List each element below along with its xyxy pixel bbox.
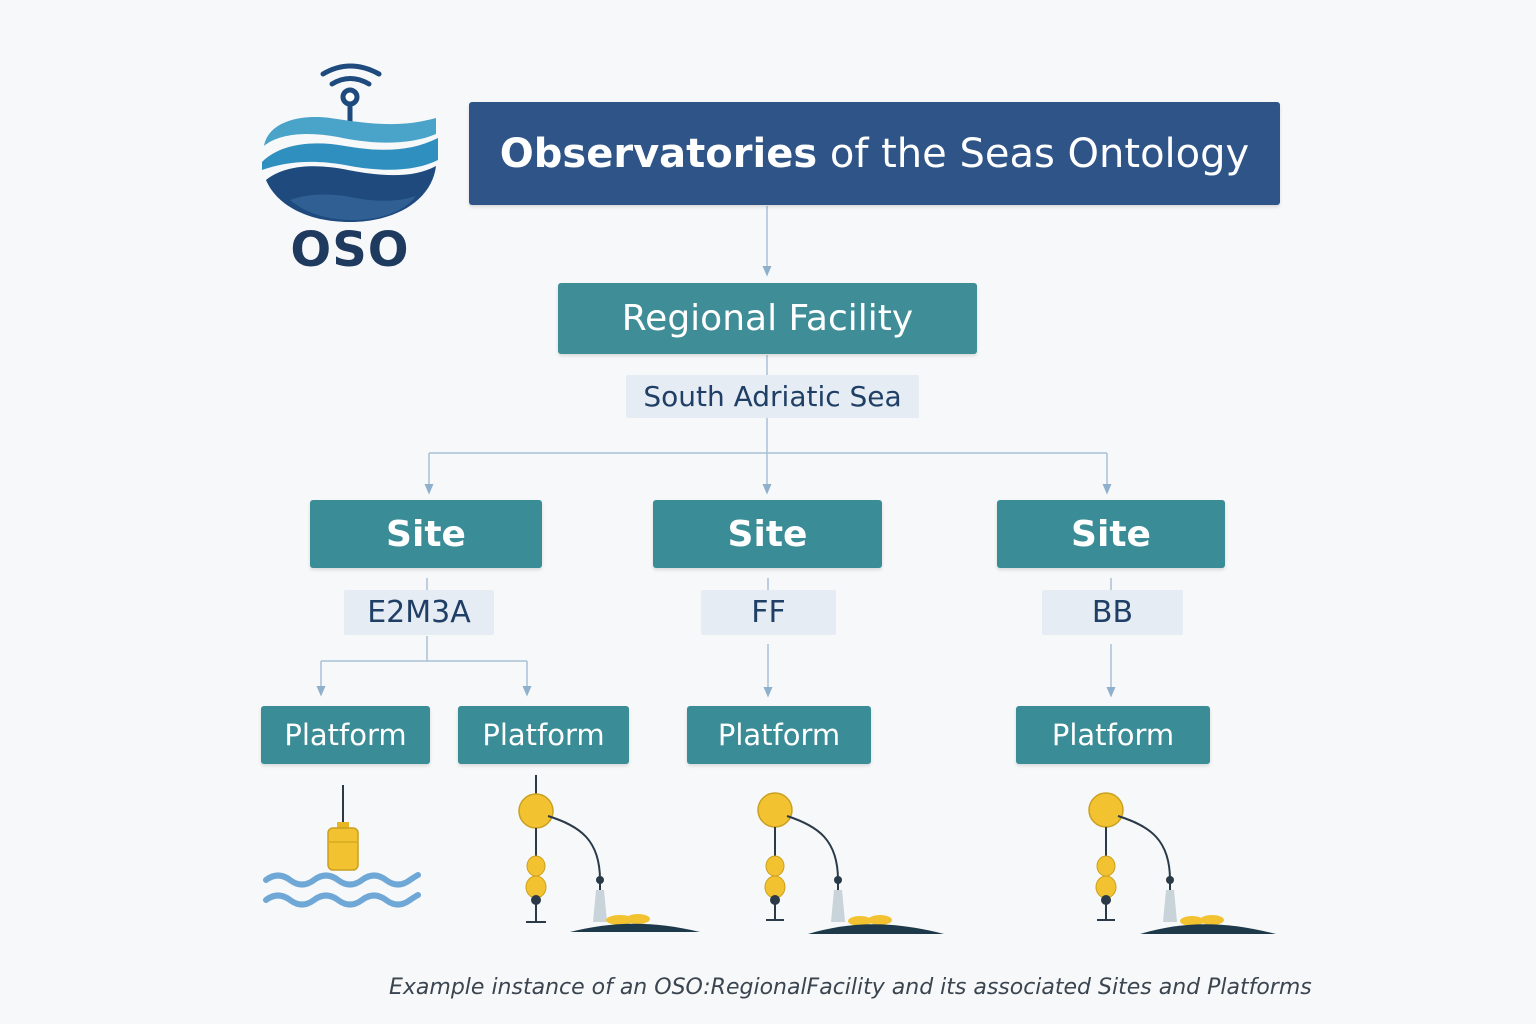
platform-node-1: Platform <box>261 706 430 764</box>
title-rest-text: of the Seas Ontology <box>817 130 1250 177</box>
ontology-title-box: Observatories of the Seas Ontology <box>469 102 1280 205</box>
mooring-icon <box>757 792 944 934</box>
site-instance-ff: FF <box>701 590 836 635</box>
site-instance-bb: BB <box>1042 590 1183 635</box>
wave-icon <box>262 117 438 222</box>
platform-label: Platform <box>284 718 407 752</box>
regional-facility-instance: South Adriatic Sea <box>626 375 919 418</box>
figure-caption: Example instance of an OSO:RegionalFacil… <box>389 975 1312 1000</box>
site-node-1: Site <box>310 500 542 568</box>
site-label: Site <box>386 513 466 555</box>
platform-node-3: Platform <box>687 706 871 764</box>
platform-node-2: Platform <box>458 706 629 764</box>
title-strong-text: Observatories <box>499 130 818 177</box>
site-node-2: Site <box>653 500 882 568</box>
mooring-icon <box>1088 792 1276 934</box>
site-node-3: Site <box>997 500 1225 568</box>
mooring-icon <box>518 775 700 932</box>
site-label: Site <box>727 513 808 555</box>
regional-facility-node: Regional Facility <box>558 283 977 354</box>
surface-buoy-icon <box>263 785 421 908</box>
platform-label: Platform <box>717 718 841 752</box>
site-label: Site <box>1071 513 1151 555</box>
logo-text: OSO <box>290 222 410 278</box>
regional-facility-label: Regional Facility <box>621 298 914 339</box>
platform-label: Platform <box>482 718 605 752</box>
platform-label: Platform <box>1051 718 1175 752</box>
site-instance-e2m3a: E2M3A <box>344 590 494 635</box>
platform-node-4: Platform <box>1016 706 1210 764</box>
